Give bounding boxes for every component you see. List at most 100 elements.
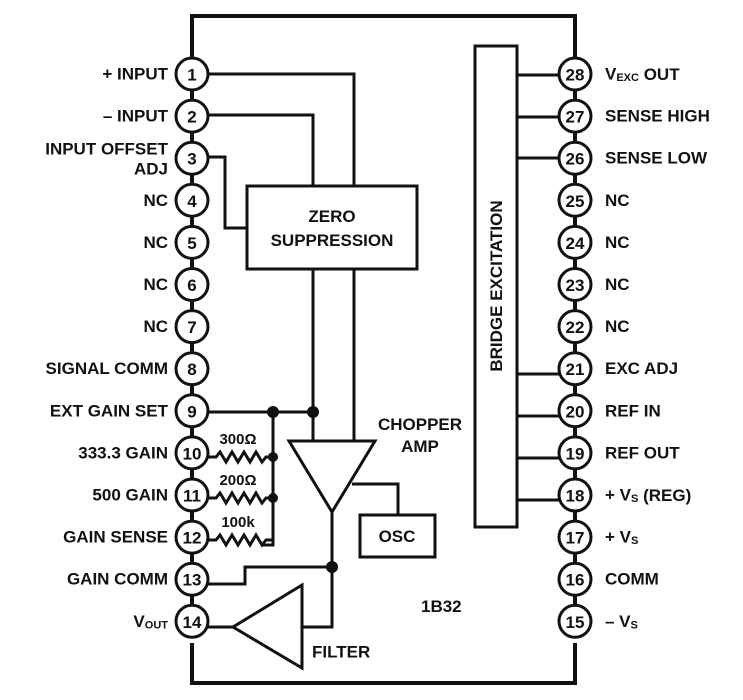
pin-circle	[174, 182, 210, 218]
pin-circle	[174, 98, 210, 134]
osc-label: OSC	[379, 527, 416, 546]
zero-suppression-label-1: ZERO	[308, 207, 355, 226]
pin-number: 1	[187, 66, 196, 85]
pin-6: 6NC	[143, 267, 210, 311]
pin-15: 15 – VS	[557, 603, 638, 639]
pin-label: EXC ADJ	[605, 359, 678, 378]
pin-circle	[557, 393, 593, 429]
pin-17: 17+ VS	[557, 519, 638, 564]
pin-circle	[557, 351, 593, 387]
pin-22: 22 NC	[557, 309, 630, 353]
pin-circle	[557, 267, 593, 302]
top-outline-wire	[190, 14, 577, 59]
pin-circle	[557, 56, 593, 92]
pin-13: 13 GAIN COMM	[67, 561, 210, 606]
pin-label: SIGNAL COMM	[46, 359, 168, 378]
part-number-label: 1B32	[421, 597, 462, 616]
pin-circle	[557, 603, 593, 639]
pin-number: 13	[183, 571, 202, 590]
filter-label: FILTER	[312, 643, 370, 662]
pin-circle	[557, 140, 593, 176]
pin-8: 8 SIGNAL COMM	[46, 351, 210, 395]
pin-7: 7NC	[143, 309, 210, 353]
pin-circle	[557, 561, 593, 597]
pin-5: 5NC	[143, 224, 210, 269]
zero-suppression-label-2: SUPPRESSION	[271, 231, 394, 250]
pin-21: 21 EXC ADJ	[557, 351, 678, 395]
pin-circle	[557, 224, 593, 260]
resistor-100k	[208, 532, 273, 548]
pin-number: 15	[566, 613, 585, 632]
pin-label: VEXC OUT	[605, 65, 680, 85]
chopper-amp-label-2: AMP	[401, 437, 439, 456]
pin-2: 2– INPUT	[103, 98, 210, 143]
pin-label: EXT GAIN SET	[50, 401, 169, 420]
pin-circle	[174, 56, 210, 92]
pin-number: 21	[566, 360, 585, 379]
wire-amp-to-filter	[302, 512, 334, 629]
pin-label: + VS	[605, 528, 638, 548]
pin-circle	[174, 309, 210, 345]
pin-number: 2	[187, 108, 196, 127]
junction-dot	[326, 561, 338, 573]
junction-dot	[268, 452, 278, 462]
pin-number: 20	[566, 402, 585, 421]
pin-circle	[557, 519, 593, 555]
pin-number: 14	[183, 613, 202, 632]
wire-gain-network-bus	[262, 412, 275, 547]
pin-circle	[174, 393, 210, 429]
pin-number: 4	[187, 192, 197, 211]
pin-number: 23	[566, 276, 585, 295]
pin-label: + INPUT	[102, 65, 168, 84]
pin-label: VOUT	[133, 612, 168, 632]
pin-label: 500 GAIN	[92, 486, 168, 505]
pin-label: NC	[605, 317, 630, 336]
pin-circle	[174, 224, 210, 260]
pin-label: NC	[605, 233, 630, 252]
resistor-200-label: 200Ω	[219, 472, 256, 489]
pin-label: + VS (REG)	[605, 486, 691, 506]
pin-1: 1 + INPUT	[102, 56, 210, 101]
bridge-excitation-block	[473, 44, 519, 529]
wire-pin3-to-zero-suppression	[208, 155, 247, 230]
pin-circle	[174, 519, 210, 555]
pin-number: 22	[566, 318, 585, 337]
pin-number: 16	[566, 571, 585, 590]
pin-number: 27	[566, 108, 585, 127]
pin-label: INPUT OFFSET	[45, 140, 168, 159]
chopper-amp-triangle	[286, 439, 378, 515]
pin-label: NC	[143, 191, 168, 210]
filter-triangle	[230, 582, 304, 671]
resistor-100k-label: 100k	[221, 514, 255, 531]
chopper-amp-label-1: CHOPPER	[378, 415, 462, 434]
pin-number: 8	[187, 360, 196, 379]
pin-label: 333.3 GAIN	[78, 443, 168, 462]
pin-label: – VS	[605, 612, 638, 632]
pin-number: 19	[566, 444, 585, 463]
resistor-200-ohm	[208, 490, 273, 506]
pin-number: 12	[183, 529, 202, 548]
pin-label-line2: ADJ	[134, 160, 168, 179]
wire-pin1-to-zero-suppression	[208, 72, 356, 186]
pin-label: NC	[143, 233, 168, 252]
osc-block	[358, 513, 437, 559]
pin-circle	[557, 182, 593, 218]
pin-circle	[557, 477, 593, 513]
pin-circle	[174, 140, 210, 176]
pin-circle	[557, 309, 593, 345]
pin-circle	[557, 98, 593, 134]
pin-label: NC	[143, 275, 168, 294]
pin-label: GAIN COMM	[67, 570, 168, 589]
pin-number: 24	[566, 234, 585, 253]
wire-pin13-gain-comm	[208, 565, 332, 586]
